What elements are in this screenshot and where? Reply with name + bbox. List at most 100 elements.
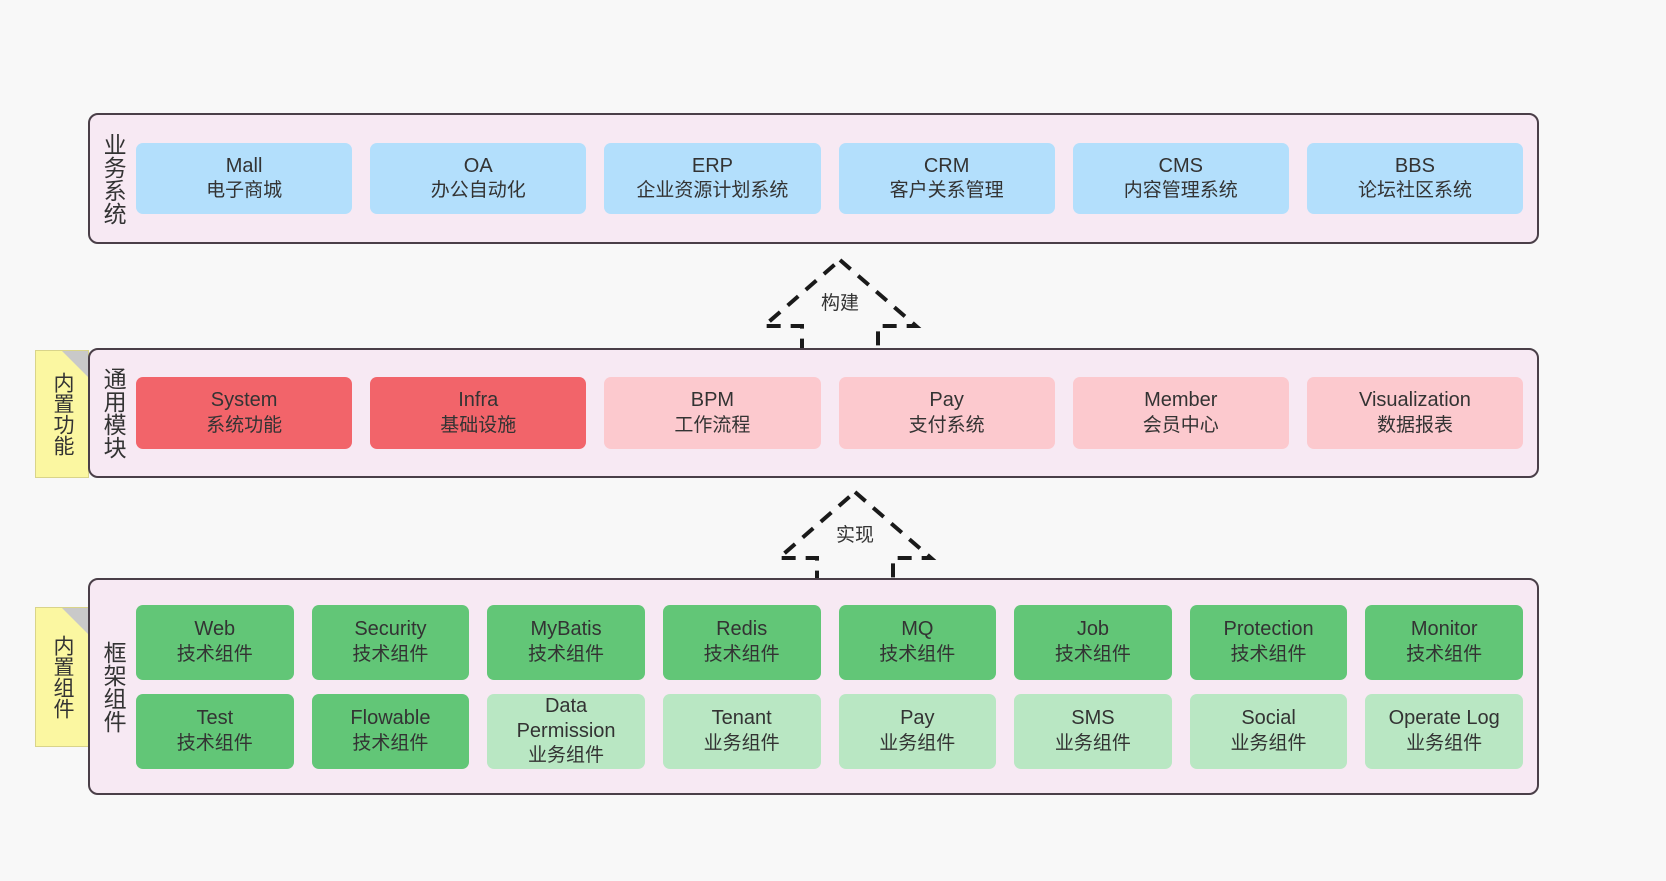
node-subtitle: 会员中心: [1142, 414, 1219, 436]
node-subtitle: 技术组件: [176, 732, 253, 754]
layer-row: Test 技术组件 Flowable 技术组件 Data Permission …: [136, 693, 1523, 769]
node-title: CRM: [923, 154, 970, 177]
node-title: Security: [354, 618, 427, 641]
layer-title-framework-component: 框架组件: [100, 640, 127, 733]
node-pay-module[interactable]: Pay 支付系统: [838, 377, 1055, 449]
node-protection[interactable]: Protection 技术组件: [1189, 604, 1348, 680]
layer-row: System 系统功能 Infra 基础设施 BPM 工作流程 Pay 支付系统…: [136, 377, 1524, 449]
node-system[interactable]: System 系统功能: [136, 377, 353, 449]
layer-body-business-system: Mall 电子商城 OA 办公自动化 ERP 企业资源计划系统 CRM 客户关系…: [136, 115, 1537, 242]
node-subtitle: 企业资源计划系统: [636, 180, 789, 202]
sticky-note-builtin-component: 内置组件: [35, 607, 89, 747]
node-subtitle: 技术组件: [879, 643, 956, 665]
arrow-build-icon: [758, 257, 922, 354]
node-flowable[interactable]: Flowable 技术组件: [311, 693, 470, 769]
node-subtitle: 业务组件: [1230, 732, 1307, 754]
layer-row: Mall 电子商城 OA 办公自动化 ERP 企业资源计划系统 CRM 客户关系…: [136, 143, 1524, 214]
node-title: Test: [196, 707, 234, 730]
node-member[interactable]: Member 会员中心: [1072, 377, 1289, 449]
node-infra[interactable]: Infra 基础设施: [370, 377, 587, 449]
node-subtitle: 业务组件: [1054, 732, 1131, 754]
node-bpm[interactable]: BPM 工作流程: [604, 377, 821, 449]
node-cms[interactable]: CMS 内容管理系统: [1072, 143, 1289, 214]
node-title: Data Permission: [516, 694, 616, 743]
node-crm[interactable]: CRM 客户关系管理: [838, 143, 1055, 214]
node-redis[interactable]: Redis 技术组件: [662, 604, 821, 680]
node-subtitle: 支付系统: [908, 414, 985, 436]
node-subtitle: 业务组件: [528, 745, 605, 767]
layer-title-business-system: 业务系统: [100, 132, 127, 225]
node-mall[interactable]: Mall 电子商城: [136, 143, 353, 214]
layer-title-common-module: 通用模块: [100, 367, 127, 459]
node-subtitle: 内容管理系统: [1123, 180, 1238, 202]
node-title: Pay: [900, 707, 935, 730]
node-subtitle: 技术组件: [1230, 643, 1307, 665]
node-title: Member: [1144, 389, 1218, 412]
node-title: Pay: [929, 389, 964, 412]
node-subtitle: 技术组件: [528, 643, 605, 665]
node-subtitle: 工作流程: [674, 414, 751, 436]
node-visualization[interactable]: Visualization 数据报表: [1306, 377, 1524, 449]
node-pay-component[interactable]: Pay 业务组件: [838, 693, 997, 769]
layer-framework-component: 框架组件 Web 技术组件 Security 技术组件 MyBatis 技术组件…: [88, 578, 1539, 795]
node-title: Monitor: [1410, 618, 1478, 641]
node-subtitle: 技术组件: [1054, 643, 1131, 665]
node-title: System: [210, 389, 278, 412]
node-title: Infra: [458, 389, 499, 412]
node-test[interactable]: Test 技术组件: [136, 693, 294, 769]
node-monitor[interactable]: Monitor 技术组件: [1365, 604, 1523, 680]
node-title: ERP: [691, 154, 733, 177]
node-sms[interactable]: SMS 业务组件: [1014, 693, 1172, 769]
node-subtitle: 业务组件: [879, 732, 956, 754]
arrow-implement: 实现: [773, 489, 937, 586]
node-subtitle: 办公自动化: [430, 180, 526, 202]
arrow-implement-icon: [773, 489, 937, 586]
node-title: BBS: [1394, 154, 1435, 177]
node-title: Job: [1076, 618, 1110, 641]
node-title: Redis: [716, 618, 768, 641]
node-social[interactable]: Social 业务组件: [1189, 693, 1348, 769]
node-tenant[interactable]: Tenant 业务组件: [662, 693, 821, 769]
node-web[interactable]: Web 技术组件: [136, 604, 294, 680]
node-title: MyBatis: [530, 618, 602, 641]
node-title: Social: [1241, 707, 1296, 730]
layer-common-module: 通用模块 System 系统功能 Infra 基础设施 BPM 工作流程 Pay…: [88, 348, 1539, 478]
node-erp[interactable]: ERP 企业资源计划系统: [604, 143, 821, 214]
layer-body-common-module: System 系统功能 Infra 基础设施 BPM 工作流程 Pay 支付系统…: [136, 350, 1537, 476]
layer-row: Web 技术组件 Security 技术组件 MyBatis 技术组件 Redi…: [136, 604, 1523, 680]
node-title: Visualization: [1358, 389, 1471, 412]
node-job[interactable]: Job 技术组件: [1014, 604, 1172, 680]
node-title: Tenant: [711, 707, 772, 730]
node-subtitle: 业务组件: [703, 732, 780, 754]
node-title: CMS: [1158, 154, 1203, 177]
node-subtitle: 数据报表: [1376, 414, 1453, 436]
node-data-permission[interactable]: Data Permission 业务组件: [487, 693, 645, 769]
node-oa[interactable]: OA 办公自动化: [370, 143, 587, 214]
node-operate-log[interactable]: Operate Log 业务组件: [1365, 693, 1523, 769]
node-title: BPM: [690, 389, 735, 412]
node-subtitle: 技术组件: [703, 643, 780, 665]
layer-business-system: 业务系统 Mall 电子商城 OA 办公自动化 ERP 企业资源计划系统 CRM…: [88, 113, 1539, 244]
node-title: Mall: [225, 154, 263, 177]
node-mq[interactable]: MQ 技术组件: [838, 604, 997, 680]
arrow-build: 构建: [758, 257, 922, 354]
node-title: SMS: [1071, 707, 1115, 730]
node-subtitle: 技术组件: [352, 643, 429, 665]
node-subtitle: 技术组件: [176, 643, 253, 665]
node-subtitle: 基础设施: [440, 414, 517, 436]
node-security[interactable]: Security 技术组件: [311, 604, 470, 680]
node-title: Protection: [1223, 618, 1314, 641]
node-subtitle: 业务组件: [1406, 732, 1483, 754]
node-title: Flowable: [350, 707, 431, 730]
node-title: MQ: [901, 618, 934, 641]
node-mybatis[interactable]: MyBatis 技术组件: [487, 604, 645, 680]
node-title: Operate Log: [1388, 707, 1500, 730]
sticky-note-builtin-function: 内置功能: [35, 350, 89, 478]
node-title: Web: [194, 618, 236, 641]
node-subtitle: 电子商城: [206, 180, 283, 202]
node-subtitle: 系统功能: [206, 414, 283, 436]
node-subtitle: 技术组件: [1406, 643, 1483, 665]
node-subtitle: 技术组件: [352, 732, 429, 754]
node-bbs[interactable]: BBS 论坛社区系统: [1306, 143, 1524, 214]
